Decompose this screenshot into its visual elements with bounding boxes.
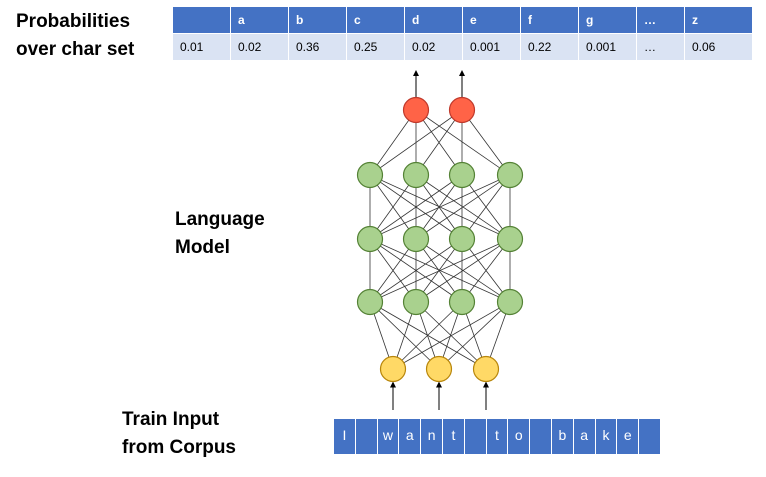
probabilities-label-line1: Probabilities [16,11,131,32]
output-node [448,96,476,124]
output-node [402,96,430,124]
input-char-cell [639,419,661,454]
network-edge [415,109,463,176]
hidden-node [496,225,524,253]
network-edge [369,174,417,240]
table-value-row: 0.01 0.02 0.36 0.25 0.02 0.001 0.22 0.00… [172,33,753,61]
network-edge [369,301,440,370]
table-header-cell: z [684,6,753,34]
input-node [379,355,407,383]
table-header-cell: a [230,6,289,34]
network-edge [461,109,511,176]
hidden-node [402,225,430,253]
network-edge [415,174,511,240]
network-edge [461,238,511,303]
train-input-label-line2: from Corpus [122,437,236,458]
network-edge [369,238,511,303]
network-edge [369,174,463,240]
hidden-node [356,225,384,253]
input-char-cell: k [595,419,618,454]
table-header-cell: d [404,6,463,34]
hidden-node [402,161,430,189]
table-header-cell: e [462,6,521,34]
train-input-label: Train Input from Corpus [122,406,236,462]
input-char-cell: a [399,419,422,454]
input-char-cell [355,419,378,454]
network-edge [369,238,463,303]
table-value-cell: 0.01 [172,33,231,61]
train-input-label-line1: Train Input [122,409,220,430]
table-value-cell: 0.06 [684,33,753,61]
hidden-node [496,161,524,189]
network-arrows [390,70,489,410]
input-char-cell: b [551,419,574,454]
network-edge [415,174,463,240]
probability-table: a b c d e f g … z 0.01 0.02 0.36 0.25 0.… [172,6,753,61]
input-char-cell [464,419,487,454]
hidden-node [448,225,476,253]
hidden-node [356,161,384,189]
table-value-cell: 0.36 [288,33,347,61]
network-edge [461,174,511,240]
input-char-cell: t [486,419,509,454]
train-input-strip: I w a n t t o b a k e [334,419,661,454]
table-value-cell: 0.001 [578,33,637,61]
hidden-node [496,288,524,316]
table-value-cell: 0.001 [462,33,521,61]
hidden-node [448,161,476,189]
table-header-row: a b c d e f g … z [172,6,753,34]
network-edge [369,301,487,370]
input-char-cell: e [617,419,640,454]
table-value-cell: 0.22 [520,33,579,61]
network-edge [415,109,511,176]
language-model-label: Language Model [175,206,265,262]
input-char-cell [530,419,552,454]
network-edges [369,109,511,370]
table-value-cell: 0.25 [346,33,405,61]
table-header-cell: c [346,6,405,34]
network-nodes [356,96,524,383]
input-node [472,355,500,383]
network-edge [369,109,417,176]
hidden-node [356,288,384,316]
input-char-cell: I [334,419,356,454]
language-model-label-line1: Language [175,209,265,230]
input-char-cell: t [442,419,465,454]
probabilities-label-line2: over char set [16,39,135,60]
language-model-label-line2: Model [175,237,230,258]
input-char-cell: w [377,419,400,454]
hidden-node [402,288,430,316]
input-char-cell: a [573,419,596,454]
hidden-node [448,288,476,316]
input-node [425,355,453,383]
probabilities-label: Probabilities over char set [16,8,134,64]
input-char-cell: n [421,419,443,454]
network-edge [438,301,511,370]
table-header-cell: f [520,6,579,34]
table-header-cell: g [578,6,637,34]
table-value-cell: 0.02 [404,33,463,61]
network-edge [415,301,487,370]
input-char-cell: o [508,419,531,454]
table-value-cell: 0.02 [230,33,289,61]
network-edge [415,238,511,303]
network-edge [369,174,511,240]
